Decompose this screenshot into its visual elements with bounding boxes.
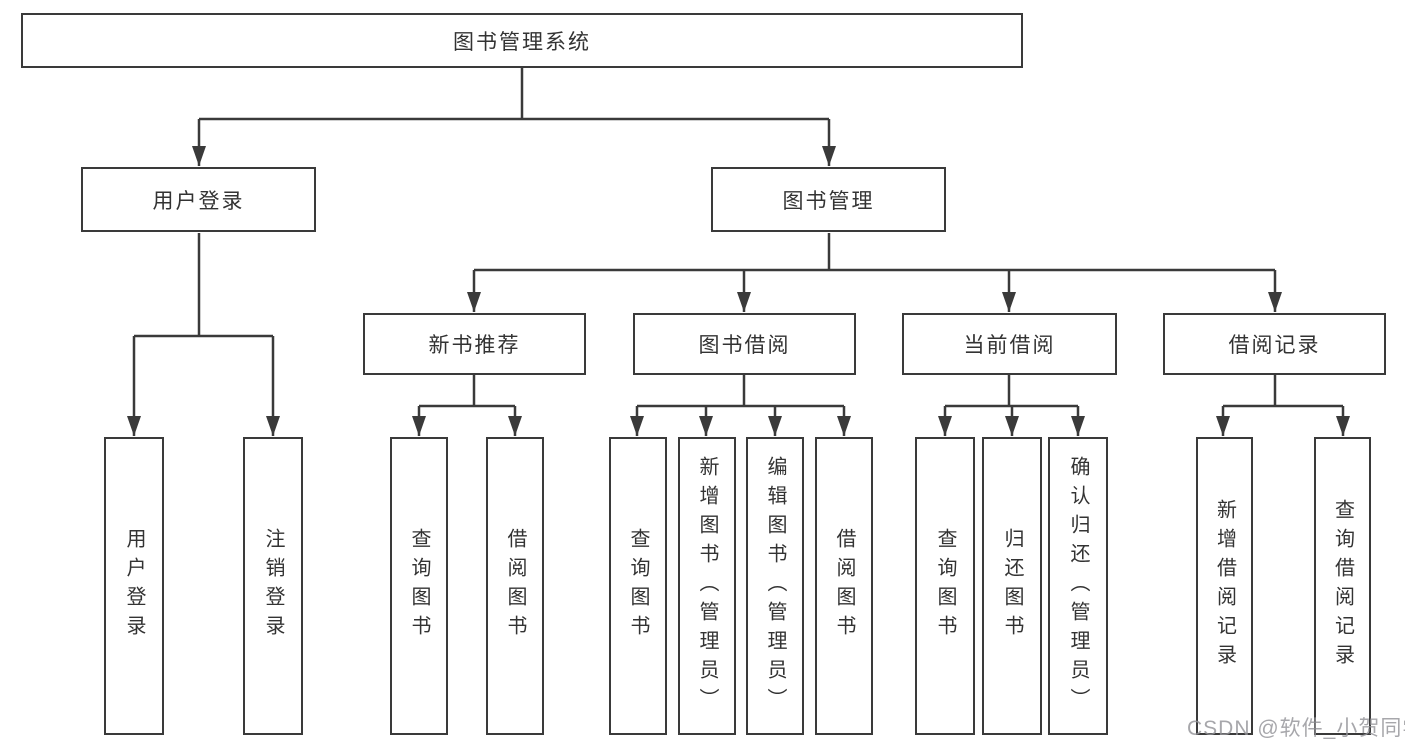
leaf-borrow-add-books-admin: 新增图书（管理员） (678, 437, 736, 735)
leaf-label: 确认归还（管理员） (1067, 455, 1089, 717)
node-label: 图书管理 (782, 189, 875, 213)
node-label: 借阅记录 (1228, 334, 1321, 357)
leaf-logout: 注销登录 (243, 437, 303, 735)
leaf-newbook-query-books: 查询图书 (390, 437, 448, 735)
node-label: 新书推荐 (428, 334, 521, 357)
node-book-management: 图书管理 (711, 167, 946, 232)
leaf-current-return-books: 归还图书 (982, 437, 1042, 735)
node-label: 图书管理系统 (453, 30, 591, 54)
node-label: 用户登录 (152, 189, 245, 213)
leaf-label: 查询图书 (627, 528, 649, 644)
leaf-label: 查询借阅记录 (1331, 499, 1354, 673)
leaf-label: 新增借阅记录 (1213, 499, 1236, 673)
node-current-borrow: 当前借阅 (902, 313, 1117, 375)
leaf-user-login: 用户登录 (104, 437, 164, 735)
leaf-label: 借阅图书 (504, 528, 526, 644)
node-new-book-recommend: 新书推荐 (363, 313, 586, 375)
leaf-current-confirm-return-admin: 确认归还（管理员） (1048, 437, 1108, 735)
leaf-borrow-borrow-books: 借阅图书 (815, 437, 873, 735)
leaf-label: 查询图书 (408, 528, 430, 644)
node-label: 图书借阅 (698, 334, 791, 357)
leaf-borrow-edit-books-admin: 编辑图书（管理员） (746, 437, 804, 735)
node-book-borrow: 图书借阅 (633, 313, 856, 375)
leaf-label: 编辑图书（管理员） (764, 455, 786, 717)
node-root-library-system: 图书管理系统 (21, 13, 1023, 68)
leaf-label: 注销登录 (262, 528, 284, 644)
leaf-current-query-books: 查询图书 (915, 437, 975, 735)
leaf-label: 新增图书（管理员） (696, 455, 718, 717)
leaf-label: 借阅图书 (833, 528, 855, 644)
watermark-text: CSDN @软件_小贺同学 (1187, 717, 1405, 740)
node-user-login: 用户登录 (81, 167, 316, 232)
leaf-label: 归还图书 (1001, 528, 1023, 644)
leaf-newbook-borrow-books: 借阅图书 (486, 437, 544, 735)
leaf-label: 查询图书 (934, 528, 956, 644)
leaf-borrow-query-books: 查询图书 (609, 437, 667, 735)
node-label: 当前借阅 (963, 334, 1056, 357)
node-borrow-records: 借阅记录 (1163, 313, 1386, 375)
leaf-records-query-record: 查询借阅记录 (1314, 437, 1371, 735)
leaf-records-add-record: 新增借阅记录 (1196, 437, 1253, 735)
leaf-label: 用户登录 (123, 528, 145, 644)
